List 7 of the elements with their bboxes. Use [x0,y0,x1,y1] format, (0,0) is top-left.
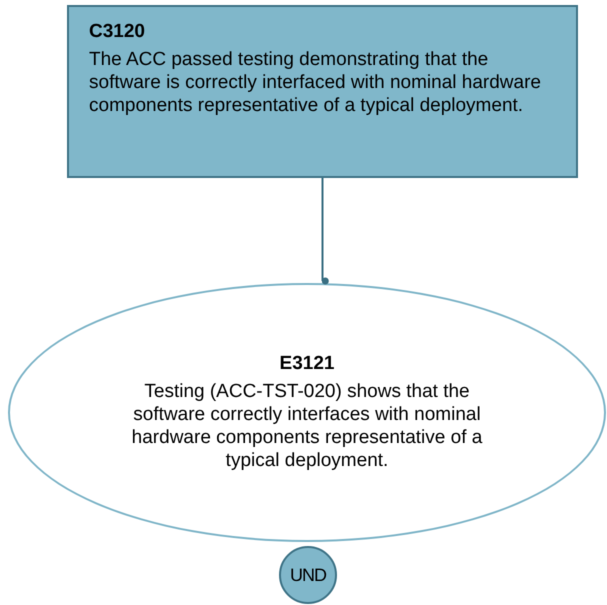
node-description: Testing (ACC-TST-020) shows that the software correctly interfaces with nominal hardware components representative of a typical deployment. [130,380,484,472]
node-id: C3120 [89,21,146,43]
connector [322,178,329,284]
node-description: The ACC passed testing demonstrating that the software is correctly interfaced with nominal hardware components representative of a typical deployment. [89,48,542,117]
node-id: E3121 [280,353,334,375]
node-label: UND [290,564,326,586]
context-box [67,5,578,178]
